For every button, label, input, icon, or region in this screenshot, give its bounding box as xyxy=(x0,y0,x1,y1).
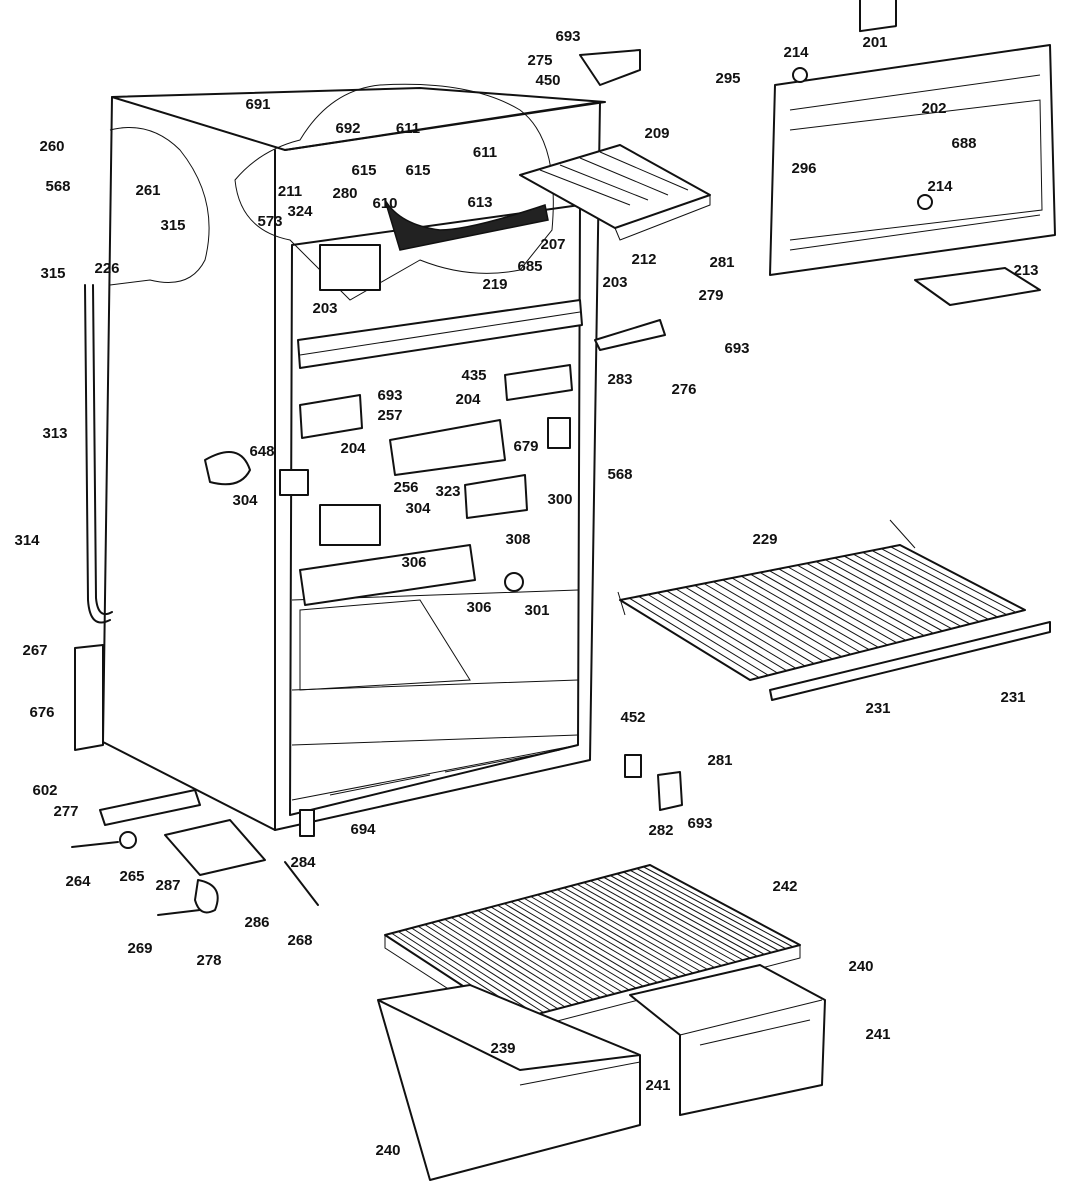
part-label: 275 xyxy=(527,52,552,69)
part-label: 304 xyxy=(405,500,431,517)
part-label: 679 xyxy=(513,438,538,455)
part-label: 242 xyxy=(772,878,797,895)
evaporator-cover-201 xyxy=(769,0,1056,276)
cabinet xyxy=(102,87,606,831)
part-label: 240 xyxy=(375,1142,400,1159)
part-label: 268 xyxy=(287,932,312,949)
part-label: 279 xyxy=(698,287,723,304)
part-label: 214 xyxy=(783,44,809,61)
part-label: 231 xyxy=(1000,689,1025,706)
part-label: 204 xyxy=(455,391,481,408)
part-label: 315 xyxy=(40,265,65,282)
part-label: 568 xyxy=(607,466,632,483)
part-label: 213 xyxy=(1013,262,1038,279)
part-label: 282 xyxy=(648,822,673,839)
part-label: 692 xyxy=(335,120,360,137)
part-label: 691 xyxy=(245,96,270,113)
part-label: 226 xyxy=(94,260,119,277)
part-label: 287 xyxy=(155,877,180,894)
part-label: 209 xyxy=(644,125,669,142)
crisper-drawers xyxy=(377,964,826,1181)
part-label: 314 xyxy=(14,532,40,549)
part-label: 602 xyxy=(32,782,57,799)
part-label: 277 xyxy=(53,803,78,820)
part-label: 324 xyxy=(287,203,313,220)
part-label: 304 xyxy=(232,492,258,509)
part-label: 280 xyxy=(332,185,357,202)
part-label: 435 xyxy=(461,367,486,384)
part-label: 648 xyxy=(249,443,274,460)
part-label: 278 xyxy=(196,952,221,969)
part-label: 610 xyxy=(372,195,397,212)
part-label: 284 xyxy=(290,854,316,871)
part-label: 203 xyxy=(602,274,627,291)
part-label: 693 xyxy=(377,387,402,404)
part-label: 241 xyxy=(865,1026,890,1043)
part-label: 214 xyxy=(927,178,953,195)
part-label: 615 xyxy=(405,162,430,179)
part-label: 286 xyxy=(244,914,269,931)
part-label: 693 xyxy=(687,815,712,832)
part-label: 452 xyxy=(620,709,645,726)
shelf-212 xyxy=(519,144,711,241)
part-label: 313 xyxy=(42,425,67,442)
part-label: 315 xyxy=(160,217,185,234)
part-label: 450 xyxy=(535,72,560,89)
part-label: 611 xyxy=(396,120,420,137)
part-label: 202 xyxy=(921,100,946,117)
part-label: 241 xyxy=(645,1077,670,1094)
part-label: 694 xyxy=(350,821,376,838)
part-label: 611 xyxy=(473,144,497,161)
part-label: 229 xyxy=(752,531,777,548)
part-label: 685 xyxy=(517,258,542,275)
part-label: 269 xyxy=(127,940,152,957)
part-label: 308 xyxy=(505,531,530,548)
part-label: 568 xyxy=(45,178,70,195)
part-label: 257 xyxy=(377,407,402,424)
part-label: 306 xyxy=(401,554,426,571)
part-label: 207 xyxy=(540,236,565,253)
shelf-229 xyxy=(617,519,1051,701)
part-label: 239 xyxy=(490,1040,515,1057)
freezer-cutaway xyxy=(109,83,554,301)
part-label: 295 xyxy=(715,70,740,87)
part-label: 231 xyxy=(865,700,890,717)
part-label: 306 xyxy=(466,599,491,616)
part-label: 201 xyxy=(862,34,887,51)
part-label: 693 xyxy=(724,340,749,357)
part-label: 203 xyxy=(312,300,337,317)
part-label: 676 xyxy=(29,704,54,721)
part-label: 301 xyxy=(524,602,549,619)
part-label: 300 xyxy=(547,491,572,508)
channel-203 xyxy=(297,299,583,369)
part-label: 283 xyxy=(607,371,632,388)
hinge-parts xyxy=(71,49,683,916)
part-label: 261 xyxy=(135,182,160,199)
part-label: 281 xyxy=(709,254,734,271)
part-label: 219 xyxy=(482,276,507,293)
part-label: 204 xyxy=(340,440,366,457)
part-label: 281 xyxy=(707,752,732,769)
part-label: 264 xyxy=(65,873,91,890)
part-label: 296 xyxy=(791,160,816,177)
tube-313 xyxy=(84,284,113,624)
part-label: 613 xyxy=(467,194,492,211)
part-label: 615 xyxy=(351,162,376,179)
part-label: 688 xyxy=(951,135,976,152)
part-label: 573 xyxy=(257,213,282,230)
part-label: 256 xyxy=(393,479,418,496)
part-label: 693 xyxy=(555,28,580,45)
part-label: 323 xyxy=(435,483,460,500)
part-label: 211 xyxy=(278,183,302,200)
part-label: 212 xyxy=(631,251,656,268)
part-label: 276 xyxy=(671,381,696,398)
part-label: 240 xyxy=(848,958,873,975)
part-label: 265 xyxy=(119,868,144,885)
control-housing xyxy=(204,199,573,606)
part-label: 267 xyxy=(22,642,47,659)
tray-213 xyxy=(914,267,1041,306)
part-label: 260 xyxy=(39,138,64,155)
